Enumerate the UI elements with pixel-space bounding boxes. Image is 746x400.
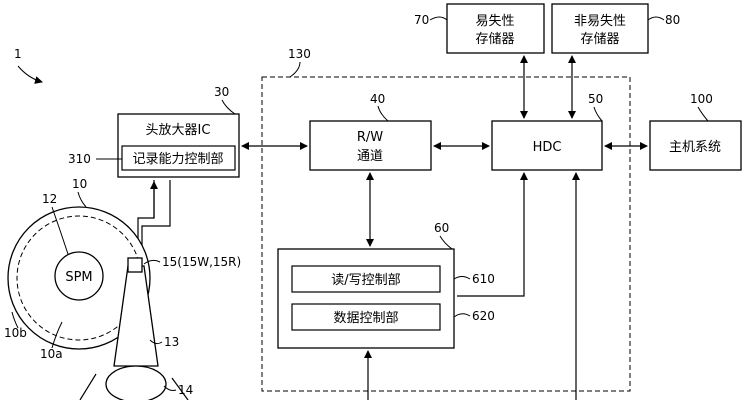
nonvolatile-memory-line2: 存储器 [580,32,619,47]
mpu-box [277,248,455,349]
vcm-ref: 14 [178,383,193,397]
hdc-ref: 50 [588,92,603,106]
nonvolatile-memory-box [551,3,649,54]
data-control-ref: 620 [472,309,495,323]
host-system-ref: 100 [690,92,713,106]
rw-channel-leader [377,105,389,122]
data-control-label: 数据控制部 [333,311,398,326]
link-mpu-hdc [457,172,528,297]
rw-control-label: 读/写控制部 [331,273,400,288]
system-boundary-ref: 130 [288,47,311,61]
host-system-leader [697,106,709,122]
head-amp-ref: 30 [214,85,229,99]
volatile-memory-line2: 存储器 [475,32,514,47]
head-amp-leader [221,99,236,115]
rw-channel-ref: 40 [370,92,385,106]
figure-pointer [17,65,43,84]
rw-channel-box [309,120,432,171]
record-control-box [121,145,236,171]
hdc-box [491,120,603,171]
disk-outer-ref: 10b [4,326,27,340]
record-control-label: 记录能力控制部 [132,152,223,167]
vcm-leader [163,385,177,391]
mpu-leader [439,235,453,250]
vcm-body [105,365,167,400]
spm-label: SPM [65,270,92,285]
rw-channel-line2: 通道 [357,149,383,164]
figure-number: 1 [14,47,22,61]
disk-ref: 10 [72,177,87,191]
data-control-leader [453,313,471,318]
hdc-leader [593,106,603,122]
system-boundary-leader [289,61,301,78]
disk-leader [77,191,87,208]
head-slider [127,257,143,273]
volatile-memory-leader [429,16,448,21]
spm-ref: 12 [42,192,57,206]
link-headamp-head-b [141,180,171,258]
system-boundary [261,76,631,392]
arm-ref: 13 [164,335,179,349]
rw-control-box [291,265,441,293]
host-system-box [649,120,742,171]
disk-outer-leader [11,311,19,329]
record-control-ref: 310 [68,152,91,166]
nonvolatile-memory-ref: 80 [665,13,680,27]
data-control-box [291,303,441,331]
rw-control-ref: 610 [472,272,495,286]
nonvolatile-memory-line1: 非易失性 [574,14,626,29]
head-ref: 15(15W,15R) [162,255,241,269]
head-amp-title: 头放大器IC [146,123,211,138]
host-system-label: 主机系统 [669,140,721,155]
volatile-memory-box [446,3,545,54]
head-leader [143,259,161,265]
volatile-memory-ref: 70 [414,13,429,27]
vcm-strut-right [171,377,189,400]
mpu-ref: 60 [434,221,449,235]
disk-inner-ref: 10a [40,347,63,361]
vcm-strut-left [79,373,97,400]
arm-leader [149,339,163,345]
volatile-memory-line1: 易失性 [475,14,514,29]
spm-circle [54,251,104,301]
rw-channel-line1: R/W [357,130,383,145]
rw-control-leader [453,276,471,280]
disk-inner-leader [51,321,63,349]
nonvolatile-memory-leader [647,16,665,21]
hdc-label: HDC [533,140,562,155]
spm-leader [51,206,69,255]
